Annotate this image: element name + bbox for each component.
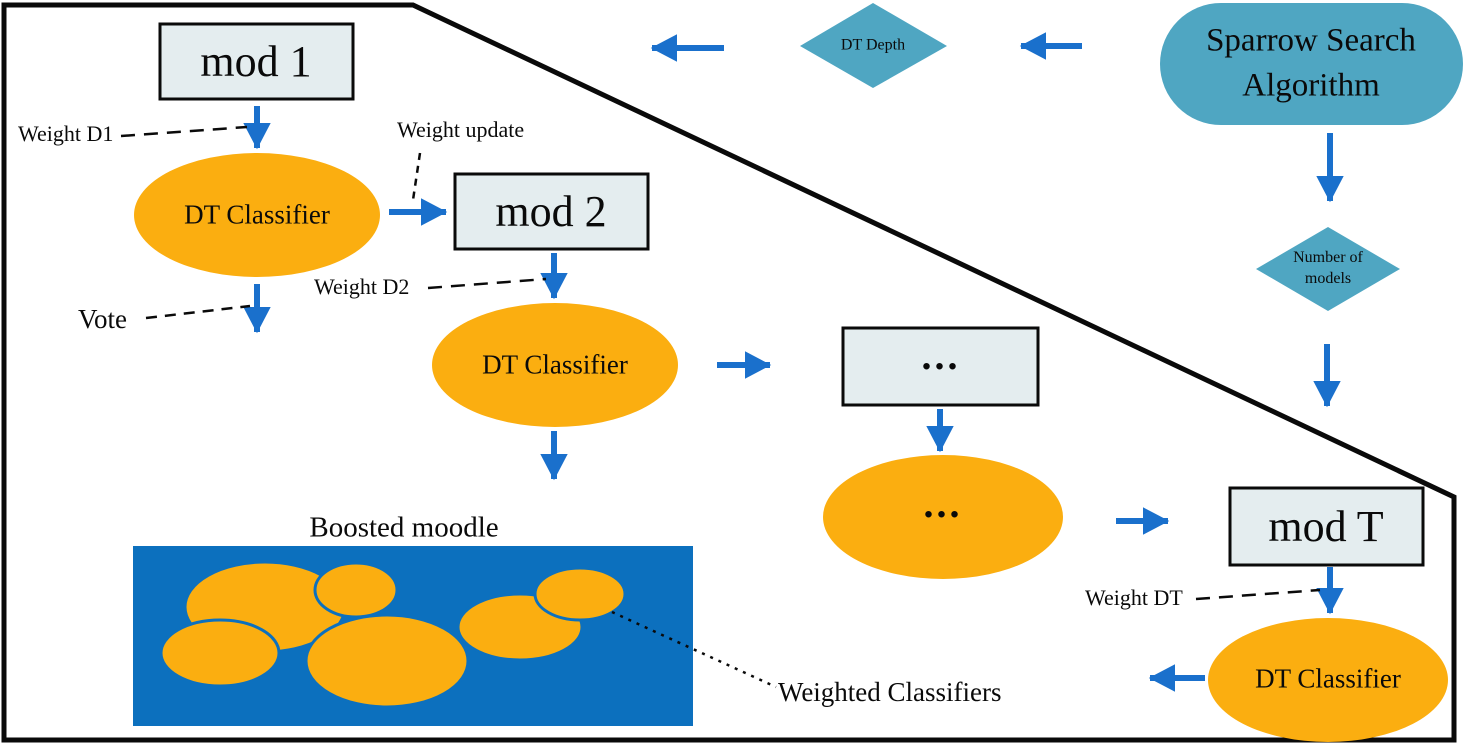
weighted-classifier-ellipse xyxy=(313,561,399,619)
dt-classifier1-label: DT Classifier xyxy=(184,199,330,230)
weight-d1-connector xyxy=(120,125,248,138)
weighted-classifiers-label: Weighted Classifiers xyxy=(778,677,1002,707)
mod-dots-label: ... xyxy=(921,333,961,378)
weight-dt-connector xyxy=(1195,588,1321,601)
mod1-box xyxy=(158,22,355,101)
boosted-model-title: Boosted moodle xyxy=(309,511,499,544)
number-of-models-diamond xyxy=(1256,227,1400,311)
dt-classifier2-label: DT Classifier xyxy=(482,349,628,380)
weight-update-label: Weight update xyxy=(397,117,525,142)
weight-d1-label: Weight D1 xyxy=(18,121,114,146)
mod2-label: mod 2 xyxy=(495,187,607,236)
modT-label: mod T xyxy=(1268,502,1384,551)
dt-classifier2-ellipse xyxy=(432,303,678,427)
weight-d2-label: Weight D2 xyxy=(314,274,410,299)
mod1-label: mod 1 xyxy=(200,37,312,86)
vote-connector xyxy=(145,304,251,320)
dt-depth-label: DT Depth xyxy=(840,36,906,54)
vote-label: Vote xyxy=(78,304,128,334)
weight-dt-label: Weight DT xyxy=(1085,585,1183,610)
classifier-dots-label: ... xyxy=(923,481,963,526)
mod-dots-box xyxy=(841,326,1040,407)
weight-d2-connector xyxy=(427,277,547,290)
weight-update-connector xyxy=(411,152,422,201)
classifier-dots-ellipse xyxy=(823,455,1063,579)
sparrow-search-node xyxy=(1160,3,1463,125)
mod2-box xyxy=(453,172,650,251)
sparrow-search-label: Sparrow Search Algorithm xyxy=(1206,22,1416,103)
dt-classifierT-ellipse xyxy=(1208,618,1448,742)
weighted-classifier-ellipse xyxy=(159,618,281,688)
weighted-classifier-ellipse xyxy=(304,613,470,709)
dt-depth-diamond xyxy=(800,3,947,88)
weighted-classifier-ellipse xyxy=(533,566,627,622)
number-of-models-label: Number of models xyxy=(1293,249,1363,287)
modT-box xyxy=(1228,486,1425,567)
dt-classifierT-label: DT Classifier xyxy=(1255,663,1401,694)
weighted-classifiers-pointer xyxy=(611,610,777,689)
dt-classifier1-ellipse xyxy=(134,153,380,277)
